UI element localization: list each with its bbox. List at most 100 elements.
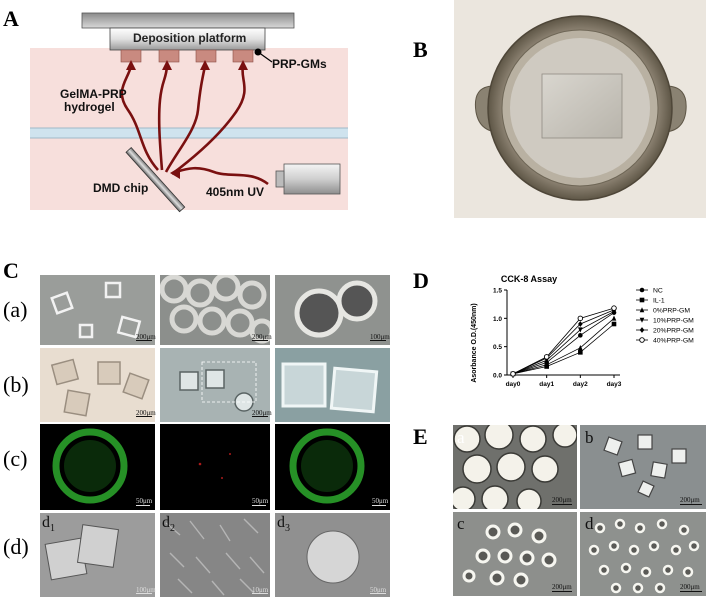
- micrograph-a3: [275, 275, 390, 345]
- cck8-chart: CCK-8 Assay Asorbance O.D.(450nm) 0.0 0.5…: [471, 274, 694, 388]
- scale-text-a1: 200μm: [136, 333, 156, 341]
- scale-text-b2: 200μm: [252, 409, 272, 417]
- panel-c-label: C: [3, 258, 19, 283]
- legend-entry: IL-1: [653, 298, 665, 305]
- data-point: [639, 297, 645, 303]
- data-point: [578, 321, 583, 327]
- uv-label: 405nm UV: [206, 185, 265, 199]
- data-point: [578, 327, 583, 333]
- gm-3: [195, 49, 217, 63]
- scale-text-a3: 100μm: [370, 333, 390, 341]
- scalebar-d3: [370, 593, 386, 594]
- series-line: [512, 318, 615, 375]
- y-tick-label: 1.5: [493, 288, 502, 295]
- scalebar-e-a: [552, 504, 572, 505]
- series-line: [512, 323, 615, 375]
- panel-d-label: D: [413, 268, 429, 293]
- fluorescence-c1: [40, 424, 155, 510]
- panel-b-label: B: [413, 37, 428, 62]
- scalebar-a3: [370, 340, 386, 341]
- scalebar-b1: [136, 416, 152, 417]
- data-point: [639, 307, 645, 313]
- dmd-chip: [125, 147, 186, 213]
- e-sub-d: d: [585, 514, 594, 533]
- d2-label: d2: [162, 514, 175, 535]
- row-label-d: (d): [3, 534, 29, 559]
- scalebar-d2: [252, 593, 268, 594]
- series-line: [512, 312, 615, 375]
- sem-d3: [275, 513, 390, 597]
- data-point: [578, 333, 583, 338]
- glass-slide: [541, 73, 623, 139]
- scalebar-e-b: [680, 504, 702, 505]
- data-point: [611, 305, 617, 311]
- series-line: [512, 309, 615, 375]
- legend-entry: 0%PRP-GM: [653, 308, 690, 315]
- scale-text-e-b: 200μm: [680, 496, 700, 504]
- row-label-b: (b): [3, 372, 29, 397]
- data-point: [577, 315, 584, 322]
- x-tick-label: day2: [573, 381, 588, 388]
- chart-title: CCK-8 Assay: [501, 274, 557, 284]
- panel-b-photo: [454, 0, 706, 218]
- uv-beams: [120, 65, 269, 186]
- data-point: [544, 362, 549, 368]
- e-sub-b: b: [585, 428, 594, 447]
- y-tick-label: 1.0: [493, 316, 502, 323]
- x-tick-label: day1: [539, 381, 554, 388]
- panel-a-schematic: [30, 12, 348, 213]
- dmd-chip-label: DMD chip: [93, 181, 149, 195]
- scalebar-e-c: [552, 591, 572, 592]
- legend-entry: 20%PRP-GM: [653, 328, 694, 335]
- micrograph-b2: [160, 348, 270, 422]
- fluorescence-c2: [160, 424, 270, 510]
- sem-d2: [160, 513, 270, 597]
- scale-text-c3: 50μm: [372, 497, 389, 505]
- legend-entry: 10%PRP-GM: [653, 318, 694, 325]
- deposition-platform-label: Deposition platform: [133, 31, 247, 45]
- y-tick-label: 0.0: [493, 373, 502, 380]
- data-point: [639, 337, 645, 343]
- micrograph-b1: [40, 348, 155, 422]
- scalebar-e-d: [680, 591, 702, 592]
- scale-text-a2: 200μm: [252, 333, 272, 341]
- scalebar-c1: [136, 505, 150, 506]
- scale-text-d1: 100μm: [136, 586, 156, 594]
- data-point: [611, 321, 617, 327]
- data-point: [611, 315, 617, 321]
- scalebar-b2: [252, 416, 268, 417]
- data-point: [578, 345, 583, 351]
- row-label-a: (a): [3, 297, 28, 322]
- d1-label: d1: [42, 514, 55, 535]
- x-tick-label: day0: [506, 381, 521, 388]
- scale-text-c2: 50μm: [252, 497, 269, 505]
- platform-top: [81, 12, 295, 29]
- scalebar-a2: [252, 340, 268, 341]
- e-sub-a: a: [457, 428, 465, 447]
- scalebar-c3: [372, 505, 386, 506]
- uv-arrowheads: [126, 60, 248, 179]
- gm-2: [158, 49, 180, 63]
- hydrogel-label-1: GelMA-PRP: [60, 87, 127, 101]
- data-point: [510, 371, 516, 377]
- series-line: [512, 311, 615, 375]
- data-point: [578, 350, 583, 355]
- y-axis-label: Asorbance O.D.(450nm): [471, 303, 478, 382]
- micrograph-a1: [40, 275, 155, 345]
- micrograph-a2: [160, 275, 270, 345]
- data-point: [639, 327, 645, 333]
- scalebar-c2: [252, 505, 266, 506]
- d3-label: d3: [277, 514, 290, 535]
- data-point: [543, 354, 550, 360]
- scale-text-c1: 50μm: [136, 497, 153, 505]
- data-point: [639, 287, 645, 293]
- y-tick-label: 0.5: [493, 344, 502, 351]
- row-label-c: (c): [3, 446, 28, 471]
- fluorescence-c3: [275, 424, 390, 510]
- uv-lamp: [283, 163, 341, 195]
- scale-text-d2: 10μm: [252, 586, 269, 594]
- deposition-platform: [109, 27, 266, 51]
- series-line: [512, 307, 615, 375]
- micrograph-e-c: [453, 512, 577, 596]
- hydrogel-label-2: hydrogel: [64, 100, 115, 114]
